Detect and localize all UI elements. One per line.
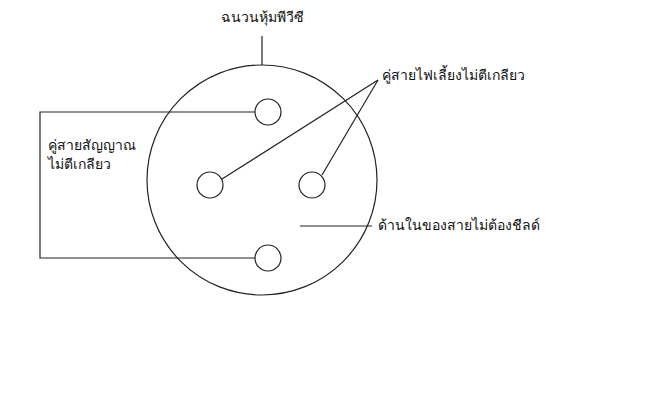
signal-bracket xyxy=(40,112,255,258)
power-conductor xyxy=(197,172,223,198)
signal-conductor xyxy=(255,245,281,271)
leader-line xyxy=(300,225,372,226)
insulation-label: ฉนวนหุ้มพีวีซี xyxy=(221,8,304,27)
leader-line xyxy=(222,80,378,179)
signal-conductor xyxy=(255,99,281,125)
cable-sheath xyxy=(147,65,377,295)
signal-pair-label: คู่สายสัญญาณ ไม่ตีเกลียว xyxy=(48,136,140,174)
power-pair-label: คู่สายไฟเลี้ยงไม่ตีเกลียว xyxy=(382,66,525,85)
leader-line xyxy=(261,36,262,65)
leader-line xyxy=(322,80,378,175)
shield-note-label: ด้านในของสายไม่ต้องชีลด์ xyxy=(378,216,540,235)
power-conductor xyxy=(299,172,325,198)
